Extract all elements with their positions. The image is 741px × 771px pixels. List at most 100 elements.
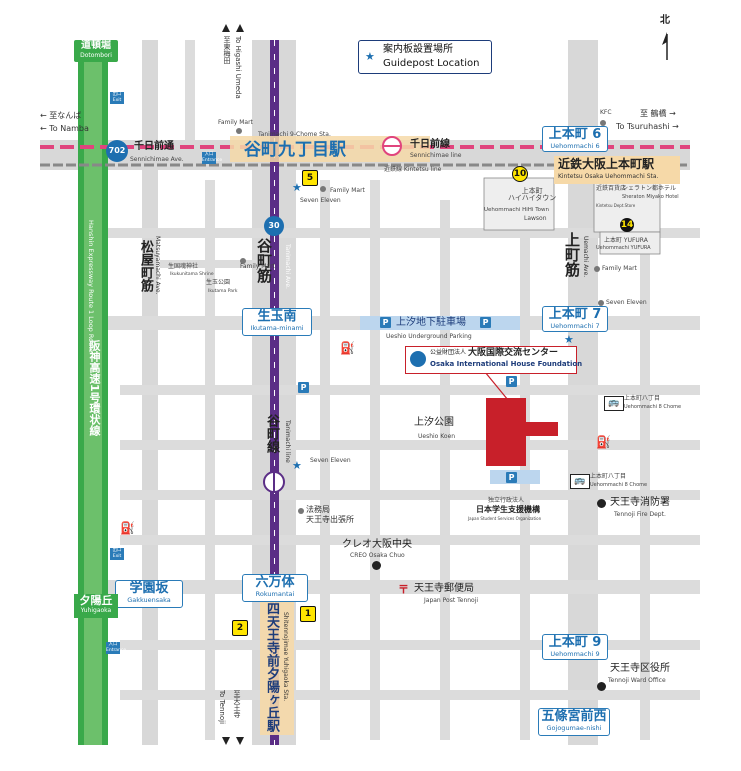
shitennoji-station-en: Shitennojimae Yuhigaoka Sta. [282,612,289,702]
poi-dot-2 [320,186,326,192]
guidepost-star-2: ★ [564,333,574,346]
poi-dot-5 [598,300,604,306]
poi-dot-4 [594,266,600,272]
parking-icon-1: P [380,317,391,328]
road-v2 [370,180,380,740]
guidepost-star-3: ★ [292,459,302,472]
jasso-jp: 日本学生支援機構 [476,505,540,514]
fire-dept-en: Tennoji Fire Dept. [614,511,666,518]
hihi-town-bldg [483,177,555,231]
parking-icon-2: P [480,317,491,328]
kintetsu-dept-en: Kintetsu Dept.Store [596,203,636,208]
bus-stop-1-jp: 上本町八丁目 [624,395,661,402]
to-namba-jp: ← 至なんば [40,111,82,120]
hanshin-label-en: Hanshin Expressway Route 1 Loop Route [87,220,95,353]
road-h9 [120,690,700,700]
marker-14: 14 [620,218,634,232]
to-tennoji-jp: 至天王寺 [233,690,241,718]
uehommachi7-box: 上本町 7 Uehommachi 7 [542,306,608,332]
poi-dot-legal [298,508,304,514]
legal-affairs-jp: 法務局 [306,505,330,514]
guidepost-legend: ★ 案内板設置場所 Guidepost Location [358,40,492,74]
tanimachi-ave-jp: 谷町筋 [255,238,273,283]
seven-eleven-2: Seven Eleven [606,299,647,306]
marker-1: 1 [300,606,316,622]
to-umeda-jp: 至東梅田 [223,36,231,64]
yufura-bldg [599,231,661,255]
guidepost-star-1: ★ [292,181,302,194]
road-h4 [120,440,700,450]
bus-stop-2-jp: 上本町八丁目 [590,473,627,480]
jasso-org: 独立行政法人 [488,497,525,504]
ueshio-park-en: Ueshio Koen [418,433,456,440]
ikutama-park-jp: 生玉公園 [206,279,231,286]
star-icon: ★ [365,50,375,63]
to-tsuruhashi-en: To Tsuruhashi → [616,122,679,131]
creo-dot [372,561,381,570]
marker-10: 10 [512,166,528,182]
parking-icon-4: P [506,376,517,387]
tanimachi-line-en: Tanimachi line [284,420,291,463]
hihi-town-en: Uehommachi HiHi Town [484,207,549,213]
matsuyamachi-en: Matsuyamachi Ave. [154,236,161,295]
road-v6 [640,220,650,740]
lawson-label: Lawson [524,215,547,222]
road-h3 [120,385,700,395]
tanimachi-line-jp: 谷町線 [264,414,279,453]
sheraton-jp: シェラトン都ホテル [622,185,677,192]
road-v1 [320,180,330,740]
sheraton-en: Sheraton Miyako Hotel [622,194,679,200]
bus-stop-2-en: Uehommachi 8 Chome [590,482,648,488]
parking-icon-5: P [506,472,517,483]
to-tennoji-en: To Tennoji [218,690,226,725]
ueshio-park-jp: 上汐公園 [414,417,454,428]
fire-dept-dot [597,499,606,508]
hanshin-label: 阪神高速1号環状線 [88,340,101,436]
road-h1 [100,228,700,238]
parking-icon-3: P [298,382,309,393]
north-label: 北 [660,15,670,26]
bus-stop-icon-1: 🚌 [604,396,624,411]
guidepost-en: Guidepost Location [383,58,480,69]
kintetsu-dept-jp: 近鉄百貨店 [596,185,627,192]
marker-5: 5 [302,170,318,186]
road-h10 [160,260,260,268]
gas-station-icon-3: ⛽ [120,521,135,535]
ward-office-jp: 天王寺区役所 [610,663,670,674]
to-umeda-en: To Higashi Umeda [234,36,242,99]
tanimachi-ave-en: Tanimachi Ave. [284,244,291,289]
kintetsu-line-label: 近鉄線 Kintetsu line [384,166,442,173]
post-office-jp: 天王寺郵便局 [414,583,474,594]
poi-dot-1 [236,128,242,134]
oihf-label-box: 公益財団法人 大阪国際交流センター Osaka International Ho… [405,346,582,374]
route-702-badge: 702 [106,140,128,162]
seven-eleven-3: Seven Eleven [310,457,351,464]
yuhigaoka-label: 夕陽丘 Yuhigaoka [74,594,118,618]
shitennoji-station-jp: 四天王寺前夕陽ヶ丘駅 [264,602,279,732]
ward-office-dot [597,682,606,691]
gas-station-icon-2: ⛽ [596,435,611,449]
kfc-label: KFC [600,109,612,116]
gakuensaka-box: 学園坂 Gakkuensaka [115,580,183,608]
shitennoji-station-band [260,595,294,735]
post-icon: 〒 [398,583,409,596]
road-v5 [205,180,215,740]
road-v7 [185,40,195,140]
kintetsu-station: 近鉄大阪上本町駅 Kintetsu Osaka Uehommachi Sta. [554,156,680,184]
family-mart-2: Family Mart [330,187,365,194]
tanimachi9-station-jp: 谷町九丁目駅 [244,140,346,160]
sennichimae-ave-en: Sennichimae Ave. [130,156,184,163]
uemachi-en: Uemachi Ave. [582,236,589,278]
parking-en: Ueshio Underground Parking [386,333,472,340]
bus-stop-1-en: Uehommachi 8 Chome [624,404,682,410]
family-mart-1: Family Mart [218,119,253,126]
uehommachi6-box: 上本町 6 Uehommachi 6 [542,126,608,152]
poi-dot-kfc [600,120,606,126]
oihf-logo-icon [410,351,426,367]
post-office-en: Japan Post Tennoji [424,597,479,604]
gojogumae-box: 五條宮前西 Gojogumae-nishi [538,708,610,736]
